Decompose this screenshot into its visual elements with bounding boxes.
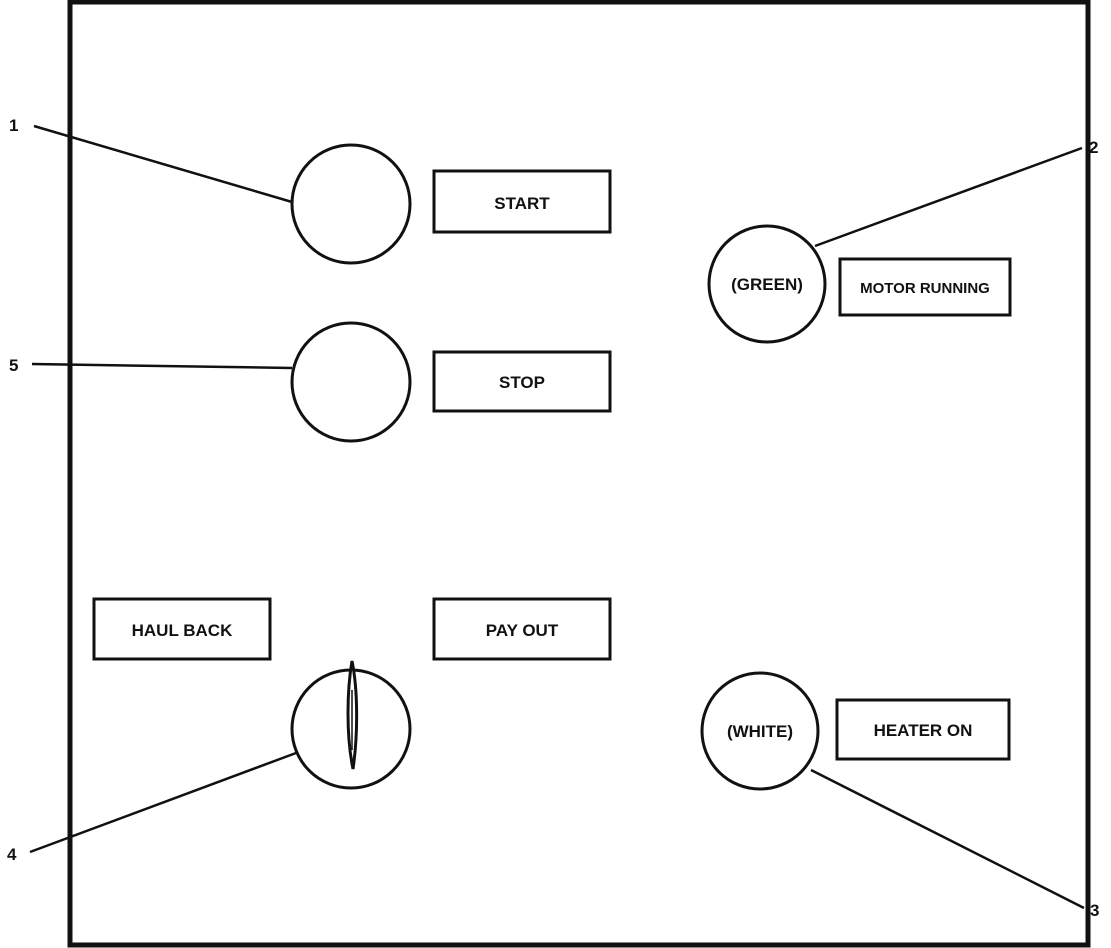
callout-4-leader: [29, 751, 297, 854]
heater-on-plate: [835, 698, 1011, 761]
haul-back-label: HAUL BACK: [132, 621, 233, 640]
motor-running-label: MOTOR RUNNING: [860, 280, 990, 297]
callout-5-leader: [31, 362, 293, 370]
callout-2-leader: [814, 146, 1083, 248]
heater-on-label: HEATER ON: [874, 721, 973, 740]
stop-label-plate: [432, 350, 612, 413]
heater-light-color-label: (WHITE): [727, 722, 793, 741]
pay-out-label: PAY OUT: [486, 621, 559, 640]
heater-on-light: [700, 671, 820, 791]
motor-light-color-label: (GREEN): [731, 275, 803, 294]
start-label-plate: [432, 169, 612, 234]
haul-back-plate: [92, 597, 272, 661]
pay-out-plate: [432, 597, 612, 661]
callout-2: 2: [1089, 138, 1098, 157]
panel-border: [67, 0, 1091, 948]
motor-running-light: [707, 224, 827, 344]
stop-button[interactable]: [290, 321, 412, 443]
callout-4: 4: [7, 845, 17, 864]
start-button[interactable]: [290, 143, 412, 265]
callout-3: 3: [1090, 901, 1099, 920]
callout-1-leader: [33, 124, 293, 204]
callout-1: 1: [9, 116, 18, 135]
callout-5: 5: [9, 356, 18, 375]
callout-3-leader: [810, 768, 1085, 910]
motor-running-plate: [838, 257, 1012, 317]
stop-label: STOP: [499, 373, 545, 392]
start-label: START: [494, 194, 550, 213]
